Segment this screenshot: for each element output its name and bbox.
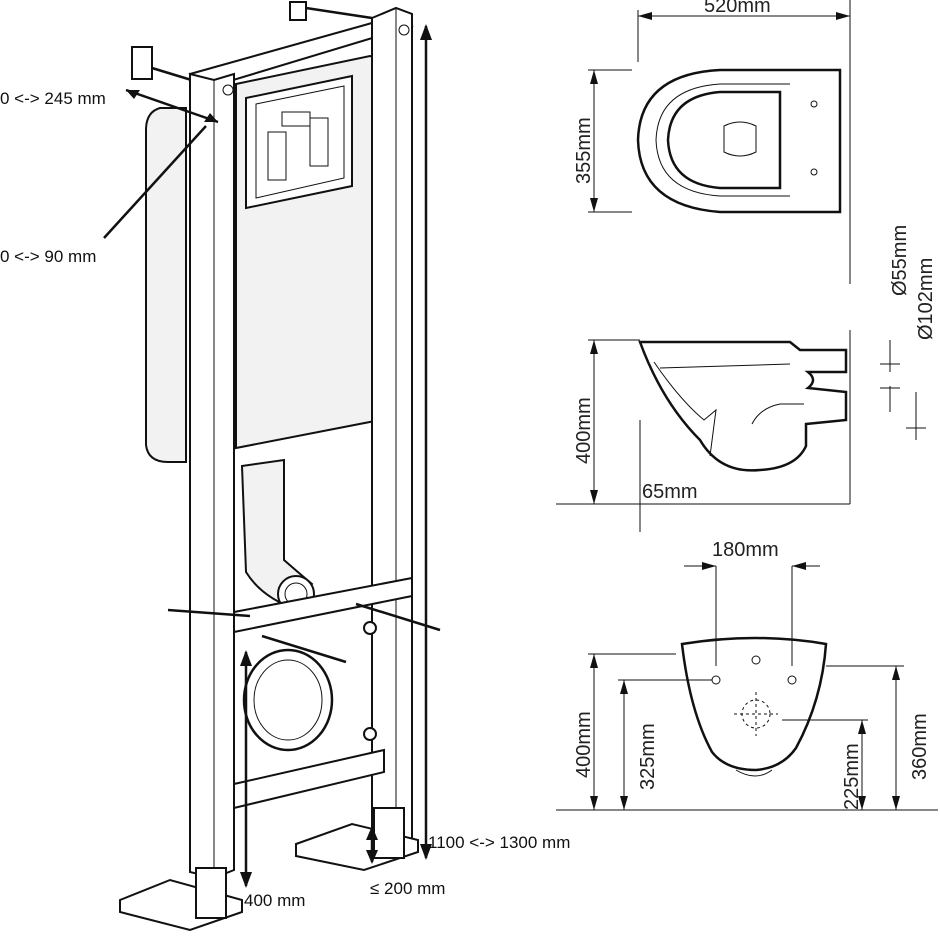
flush-plate-inner (255, 85, 345, 199)
installation-frame-drawing: 0 <-> 245 mm 0 <-> 90 mm 1100 <-> 1300 m… (0, 1, 570, 932)
top-width-label: 355mm (573, 117, 595, 184)
back-height-label: 400mm (573, 711, 595, 778)
bowl-drain-top (723, 121, 757, 157)
wall-bracket-left (131, 46, 153, 80)
mounting-rod (167, 608, 251, 618)
bowl-rim-top (666, 90, 782, 190)
height-range-label: 1100 <-> 1300 mm (428, 833, 570, 852)
bowl-outline-back (680, 636, 828, 772)
bracket-rod-top (305, 6, 373, 20)
wall-bracket-top (289, 1, 307, 21)
cistern-side (145, 107, 187, 463)
flush-mechanism-top (281, 111, 311, 127)
flush-mechanism-right (309, 117, 329, 167)
connection-ring (242, 648, 334, 752)
frame-bolt (222, 84, 234, 96)
frame-left-upright (189, 72, 235, 880)
outlet-offset-label: 65mm (642, 481, 698, 503)
inlet-diameter-label: Ø55mm (889, 225, 911, 296)
side-height-label: 400mm (573, 397, 595, 464)
wall-offset-leader (103, 125, 207, 239)
frame-right-upright (371, 6, 413, 850)
foot-height-label: ≤ 200 mm (370, 879, 445, 898)
foot-leg-right (373, 807, 405, 859)
outlet-height-label: 225mm (841, 743, 863, 810)
flush-plate-frame (245, 74, 353, 210)
toilet-top-view: 520mm 355mm (573, 0, 851, 284)
top-height-label: 360mm (909, 713, 931, 780)
bowl-outline-side (638, 340, 848, 472)
depth-range-label: 0 <-> 245 mm (0, 89, 106, 108)
depth-dimension-arrow (125, 88, 219, 124)
flush-mechanism-left (267, 131, 287, 181)
frame-bolt (398, 24, 410, 36)
drain-height-label: 400 mm (244, 891, 305, 910)
mounting-rod (261, 634, 347, 664)
frame-middle-crossbar (233, 576, 413, 634)
toilet-side-view: 400mm 65mm Ø55mm Ø102mm (556, 225, 937, 532)
foot-leg-left (195, 867, 227, 919)
top-length-label: 520mm (704, 0, 771, 17)
bolt-spacing-label: 180mm (712, 539, 779, 561)
frame-lower-crossbar (233, 748, 385, 810)
bowl-outline-top (636, 68, 842, 214)
bolt-height-label: 325mm (637, 723, 659, 790)
outlet-diameter-label: Ø102mm (915, 258, 937, 340)
toilet-back-view: 180mm 400mm 325mm 225mm 360mm (556, 539, 938, 811)
wall-offset-label: 0 <-> 90 mm (0, 247, 96, 266)
